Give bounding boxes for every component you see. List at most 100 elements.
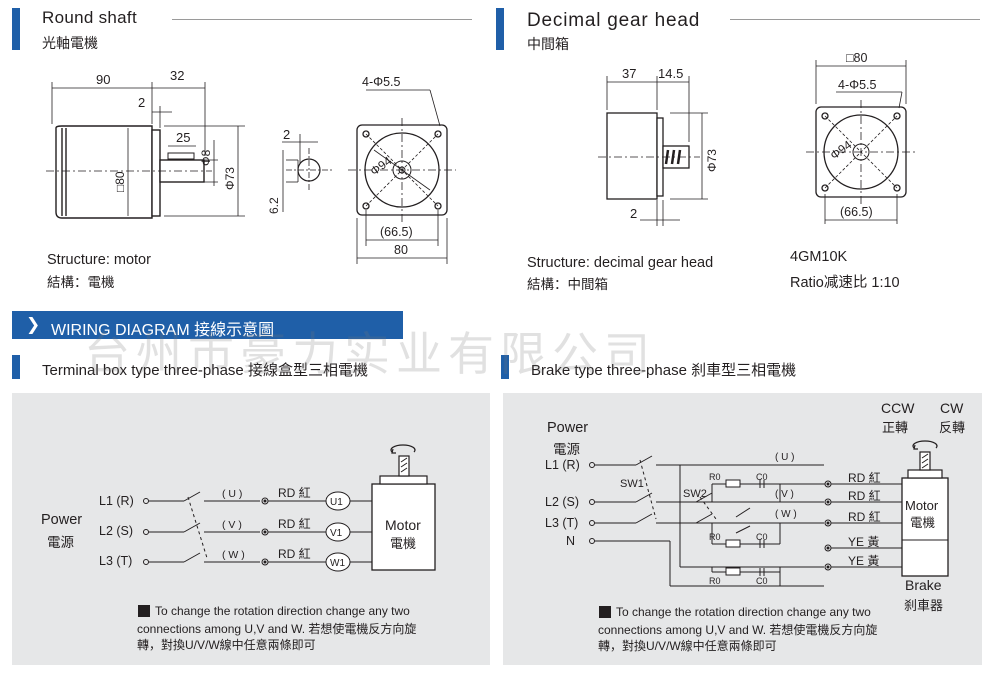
terminal-color-1: RD 紅 (278, 486, 311, 500)
brake-color-3: RD 紅 (848, 510, 881, 524)
brake-brake-en: Brake (905, 577, 942, 593)
dim-gear-sq80: □80 (846, 51, 868, 65)
dim-gear-holes: 4-Φ5.5 (838, 78, 877, 92)
dim-90: 90 (96, 72, 110, 87)
terminal-title: Terminal box type three-phase 接線盒型三相電機 (42, 362, 368, 379)
dim-gear-66-5: (66.5) (840, 205, 873, 219)
round-shaft-structure-zh: 結構：電機 (47, 275, 115, 290)
dim-gear-2: 2 (630, 206, 637, 221)
brake-note-square-icon (599, 606, 611, 618)
terminal-motor-en: Motor (385, 517, 421, 533)
gear-head-model: 4GM10K (790, 249, 848, 265)
brake-sw2: SW2 (683, 488, 707, 500)
terminal-note-line3: 轉，對換U/V/W線中任意兩條即可 (137, 638, 316, 652)
brake-phase-u: ( U ) (775, 452, 794, 463)
terminal-line-l3: L3 (T) (99, 554, 133, 568)
terminal-note-line1: To change the rotation direction change … (155, 604, 410, 618)
dim-sq80: □80 (113, 171, 127, 192)
brake-line-l1: L1 (R) (545, 458, 580, 472)
gear-head-ratio: Ratio减速比 1:10 (790, 275, 900, 291)
header-rule-2 (730, 19, 980, 20)
terminal-note-square-icon (138, 605, 150, 617)
terminal-phase-w: ( W ) (222, 549, 245, 561)
header-rule (172, 19, 472, 20)
section-bar-gear-head (496, 8, 504, 50)
terminal-color-2: RD 紅 (278, 517, 311, 531)
brake-sw1: SW1 (620, 478, 644, 490)
dim-80: 80 (394, 243, 408, 257)
terminal-phase-v: ( V ) (222, 519, 242, 531)
dim-66-5: (66.5) (380, 225, 413, 239)
brake-color-1: RD 紅 (848, 471, 881, 485)
gear-head-title: Decimal gear head (527, 10, 701, 31)
section-bar-brake (501, 355, 509, 379)
terminal-w1: W1 (330, 558, 345, 569)
terminal-line-l2: L2 (S) (99, 524, 134, 538)
brake-phase-v: ( V ) (775, 489, 794, 500)
brake-power-zh: 電源 (553, 442, 580, 457)
watermark: 台州市豪力实业有限公司 (84, 327, 656, 381)
round-shaft-title: Round shaft (42, 8, 137, 27)
dim-2b: 2 (283, 127, 290, 142)
brake-note-line2: connections among U,V and W. 若想使電機反方向旋 (598, 623, 878, 637)
brake-r0-1: R0 (709, 472, 721, 482)
wiring-banner: ❯ WIRING DIAGRAM 接線示意圖 (12, 311, 403, 339)
terminal-u1: U1 (330, 497, 343, 508)
terminal-power-en: Power (41, 512, 83, 528)
dim-25: 25 (176, 130, 190, 145)
terminal-motor-zh: 電機 (390, 536, 416, 551)
gear-head-subtitle: 中間箱 (527, 36, 569, 52)
terminal-power-zh: 電源 (47, 535, 74, 550)
brake-ccw-en: CCW (881, 400, 915, 416)
brake-r0-3: R0 (709, 576, 721, 586)
dim-holes: 4-Φ5.5 (362, 75, 401, 89)
terminal-color-3: RD 紅 (278, 547, 311, 561)
terminal-phase-u: ( U ) (222, 488, 242, 500)
terminal-line-l1: L1 (R) (99, 494, 134, 508)
brake-cw-en: CW (940, 400, 964, 416)
dim-2: 2 (138, 95, 145, 110)
dim-6-2: 6.2 (267, 197, 281, 214)
brake-line-l3: L3 (T) (545, 516, 579, 530)
dim-14-5: 14.5 (658, 66, 683, 81)
terminal-u1-icon (325, 491, 351, 511)
brake-color-4: YE 黃 (848, 535, 879, 549)
brake-color-5: YE 黃 (848, 554, 879, 568)
terminal-w1-icon (325, 552, 351, 572)
banner-chevron-icon: ❯ (26, 315, 41, 334)
brake-title: Brake type three-phase 刹車型三相電機 (531, 362, 797, 379)
brake-c0-1: C0 (756, 472, 768, 482)
brake-color-2: RD 紅 (848, 489, 881, 503)
wiring-banner-label: WIRING DIAGRAM 接線示意圖 (51, 322, 275, 339)
brake-line-n: N (566, 534, 576, 548)
brake-motor-en: Motor (905, 498, 939, 513)
dim-32: 32 (170, 68, 184, 83)
dim-gear-phi73: Φ73 (705, 149, 719, 172)
round-shaft-subtitle: 光軸電機 (42, 35, 98, 51)
round-shaft-structure-en: Structure: motor (47, 252, 151, 268)
brake-c0-3: C0 (756, 576, 768, 586)
brake-phase-w: ( W ) (775, 509, 797, 520)
dim-phi8: Φ8 (199, 149, 213, 166)
terminal-v1-icon (325, 522, 351, 542)
brake-cw-zh: 反轉 (939, 420, 966, 435)
brake-brake-zh: 刹車器 (904, 598, 944, 613)
brake-c0-2: C0 (756, 532, 768, 542)
brake-motor-zh: 電機 (910, 515, 936, 530)
brake-line-l2: L2 (S) (545, 495, 580, 509)
dim-phi73: Φ73 (223, 167, 237, 190)
section-bar-terminal (12, 355, 20, 379)
terminal-v1: V1 (330, 528, 343, 539)
brake-note-line3: 轉，對換U/V/W線中任意兩條即可 (598, 639, 777, 653)
section-bar-round-shaft (12, 8, 20, 50)
brake-ccw-zh: 正轉 (882, 420, 909, 435)
gear-head-structure-zh: 結構：中間箱 (527, 277, 608, 292)
gear-head-structure-en: Structure: decimal gear head (527, 255, 714, 271)
brake-note-line1: To change the rotation direction change … (616, 605, 871, 619)
terminal-note-line2: connections among U,V and W. 若想使電機反方向旋 (137, 622, 417, 636)
brake-power-en: Power (547, 420, 589, 436)
